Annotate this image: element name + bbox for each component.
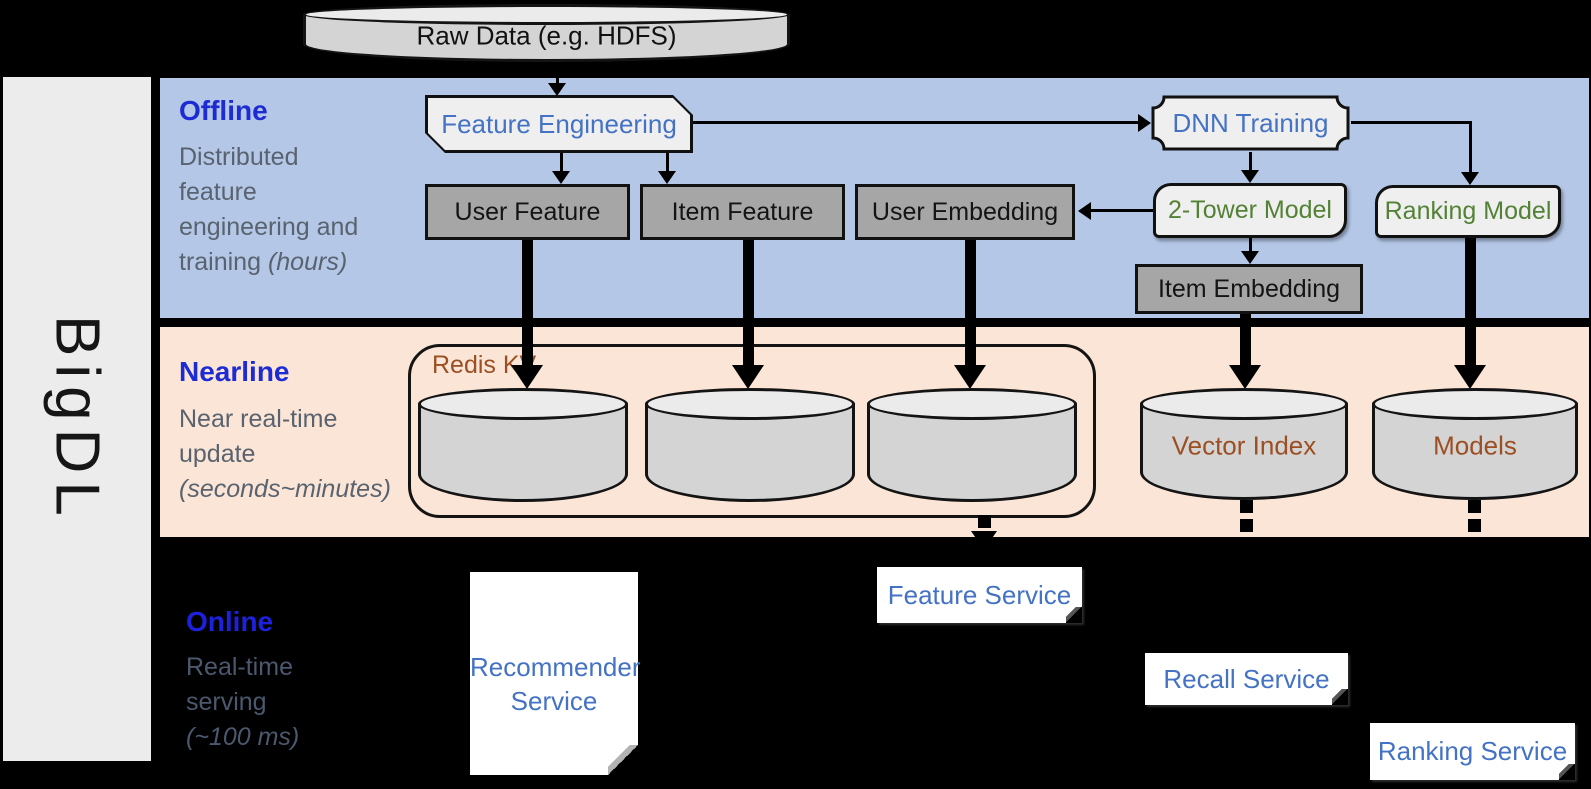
cylinder-top: [867, 388, 1077, 420]
arrow-dnn-to-rankingmodel-v: [1469, 121, 1472, 173]
arrowhead: [1454, 365, 1486, 389]
recommender-service-label: Recommender Service: [470, 650, 641, 718]
recall-service-label: Recall Service: [1163, 663, 1330, 694]
user-feature-label: User Feature: [454, 197, 601, 226]
arrowhead: [552, 171, 570, 184]
cylinder-top: [1372, 388, 1578, 420]
recommender-service-line1: Recommender: [470, 652, 641, 682]
nearline-desc-line: (seconds~minutes): [179, 475, 391, 503]
dnn-training-node: DNN Training: [1150, 94, 1351, 152]
arrow-itemembedding-to-vectorindex: [1240, 314, 1251, 366]
arrow-twotower-to-itemembedding: [1249, 238, 1252, 252]
item-feature-node: Item Feature: [640, 184, 845, 240]
arrow-itemfeature-to-redis: [743, 240, 754, 366]
item-embedding-node: Item Embedding: [1135, 264, 1363, 314]
arrow-dnn-to-twotower: [1249, 152, 1252, 171]
arrowhead: [1138, 113, 1151, 132]
offline-lane-title: Offline: [179, 95, 268, 126]
offline-desc-line: training (hours): [179, 248, 348, 276]
raw-data-cylinder-top: [303, 4, 790, 25]
dashed-arrow-redis-to-featureservice: [978, 515, 991, 528]
dnn-training-label: DNN Training: [1172, 107, 1329, 138]
arrowhead: [1461, 172, 1479, 185]
arrow-dnn-to-rankingmodel-h: [1351, 121, 1472, 124]
recall-service-node: Recall Service: [1145, 653, 1348, 705]
online-lane-description: Real-time serving (~100 ms): [186, 650, 299, 755]
offline-desc-line: engineering and: [179, 213, 359, 241]
ranking-model-node: Ranking Model: [1375, 185, 1561, 238]
bigdl-logo-text: BigDL: [42, 314, 112, 524]
arrowhead: [954, 365, 986, 389]
arrow-fe-to-dnn: [693, 121, 1138, 124]
offline-desc-line: Distributed: [179, 143, 299, 171]
arrow-fe-to-itemfeature: [666, 153, 669, 172]
feature-engineering-label: Feature Engineering: [428, 98, 690, 150]
nearline-lane-description: Near real-time update (seconds~minutes): [179, 402, 391, 507]
user-embedding-label: User Embedding: [871, 197, 1059, 226]
feature-engineering-node: Feature Engineering: [425, 95, 693, 153]
ranking-model-label: Ranking Model: [1384, 197, 1552, 225]
card-fold-corner: [1559, 764, 1575, 780]
cylinder-top: [645, 388, 855, 420]
user-embedding-node: User Embedding: [855, 184, 1075, 240]
vector-index-label: Vector Index: [1171, 430, 1317, 461]
redis-db-cylinder-3: [867, 388, 1077, 502]
card-fold-corner: [1332, 689, 1348, 705]
models-label: Models: [1433, 430, 1517, 461]
online-desc-line: (~100 ms): [186, 723, 300, 751]
dashed-arrow-vectorindex-to-recallservice: [1240, 500, 1253, 513]
arrow-userfeature-to-redis: [522, 240, 533, 366]
recommender-service-line2: Service: [510, 686, 598, 716]
two-tower-model-node: 2-Tower Model: [1153, 183, 1347, 238]
nearline-desc-line: update: [179, 440, 256, 468]
nearline-lane-title: Nearline: [179, 356, 290, 387]
arrowhead: [1229, 365, 1261, 389]
arrow-fe-to-userfeature: [560, 153, 563, 172]
ranking-service-label: Ranking Service: [1377, 736, 1568, 766]
offline-desc-line: feature: [179, 178, 257, 206]
recommender-service-document: Recommender Service: [470, 572, 641, 775]
arrowhead: [658, 171, 676, 184]
offline-lane-description: Distributed feature engineering and trai…: [179, 140, 358, 280]
card-fold-corner: [1066, 607, 1082, 623]
item-feature-label: Item Feature: [671, 197, 814, 226]
item-embedding-label: Item Embedding: [1157, 274, 1341, 303]
vector-index-cylinder: Vector Index: [1140, 388, 1348, 500]
document-fold-corner: [608, 745, 638, 775]
dashed-arrow-models-to-rankingservice: [1468, 500, 1481, 513]
arrowhead: [1078, 201, 1091, 220]
nearline-desc-line: Near real-time: [179, 405, 338, 433]
redis-db-cylinder-1: [418, 388, 628, 502]
models-cylinder: Models: [1372, 388, 1578, 500]
cylinder-top: [418, 388, 628, 420]
bigdl-sidebar: BigDL: [3, 77, 151, 761]
ranking-service-node: Ranking Service: [1370, 723, 1575, 780]
dashed-arrow-models-to-rankingservice: [1468, 519, 1481, 532]
feature-service-label: Feature Service: [887, 579, 1072, 610]
arrow-twotower-to-userembedding: [1090, 209, 1153, 212]
online-lane-title: Online: [186, 606, 274, 637]
plaque-shape: [1151, 95, 1350, 151]
arrowhead: [1241, 170, 1259, 183]
redis-db-cylinder-2: [645, 388, 855, 502]
arrow-rawdata-to-fe: [556, 62, 559, 84]
arrow-userembedding-to-redis: [965, 240, 976, 366]
arrow-rankingmodel-to-models: [1465, 238, 1476, 366]
arrowhead: [548, 83, 566, 96]
online-desc-line: Real-time: [186, 653, 293, 681]
arrowhead: [1241, 251, 1259, 264]
feature-service-node: Feature Service: [877, 567, 1082, 623]
online-desc-line: serving: [186, 688, 267, 716]
cylinder-top: [1140, 388, 1348, 420]
raw-data-cylinder: Raw Data (e.g. HDFS): [303, 4, 790, 62]
arrowhead: [971, 531, 997, 550]
two-tower-model-label: 2-Tower Model: [1168, 196, 1332, 224]
raw-data-label: Raw Data (e.g. HDFS): [416, 20, 677, 51]
user-feature-node: User Feature: [425, 184, 630, 240]
dashed-arrow-vectorindex-to-recallservice: [1240, 519, 1253, 532]
arrowhead: [732, 365, 764, 389]
arrowhead: [511, 365, 543, 389]
